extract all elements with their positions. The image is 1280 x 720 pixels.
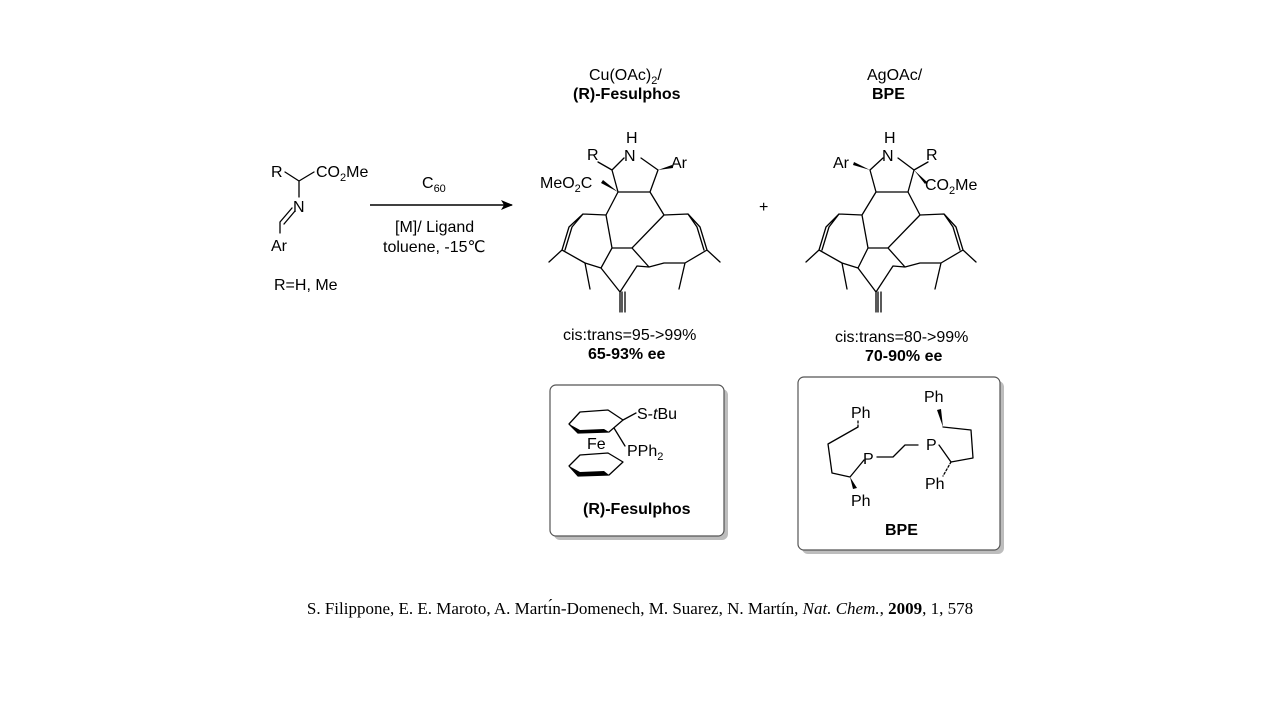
- product-cu: Cu(OAc)2/ (R)-Fesulphos H N R Ar MeO2C c…: [540, 67, 721, 363]
- bpe-p-right: P: [926, 437, 937, 454]
- reactant-r-definition: R=H, Me: [274, 277, 338, 294]
- ag-h-label: H: [884, 130, 896, 147]
- fesulphos-cp-lower-front: [569, 466, 609, 476]
- reactant-ar-label: Ar: [271, 238, 288, 255]
- ag-ester-label: CO2Me: [925, 177, 977, 197]
- fesulphos-cp-upper-front: [569, 424, 609, 433]
- cu-ee: 65-93% ee: [588, 346, 665, 363]
- bpe-wedge-right: [937, 409, 943, 427]
- fesulphos-box-frame: [549, 384, 725, 537]
- bpe-ph-bottom-left: Ph: [851, 493, 871, 510]
- bpe-p-left: P: [863, 451, 874, 468]
- bpe-ph-top-left: Ph: [851, 405, 871, 422]
- cu-h-label: H: [626, 130, 638, 147]
- bpe-box-frame: [797, 376, 1001, 551]
- cu-wedge-ester: [601, 180, 618, 192]
- bpe-ligand-box: Ph P Ph Ph P Ph BPE: [797, 376, 1004, 554]
- ag-product-bonds: [805, 157, 977, 313]
- citation-separator: ,: [879, 599, 889, 618]
- product-ag: AgOAc/ BPE H N R Ar CO2Me cis:trans=80->…: [805, 67, 977, 365]
- cu-n-label: N: [624, 148, 636, 165]
- citation-authors: S. Filippone, E. E. Maroto, A. Martı́n-D…: [306, 599, 803, 618]
- ag-catalyst-line2: BPE: [872, 86, 905, 103]
- reactant-r-label: R: [271, 164, 283, 181]
- ag-catalyst-line1: AgOAc/: [867, 67, 923, 84]
- fesulphos-s-group: S-tBu: [637, 406, 677, 423]
- fesulphos-substituent-bonds: [613, 412, 637, 447]
- cu-catalyst-line2: (R)-Fesulphos: [573, 86, 681, 103]
- reactant-bonds: [279, 171, 315, 234]
- citation-journal: Nat. Chem.: [802, 599, 880, 618]
- fesulphos-pph2-label: PPh2: [627, 443, 663, 463]
- cu-ester-label: MeO2C: [540, 175, 592, 195]
- cu-ar-label: Ar: [671, 155, 688, 172]
- arrow-condition-catalyst: [M]/ Ligand: [395, 219, 474, 236]
- ag-ee: 70-90% ee: [865, 348, 942, 365]
- citation: S. Filippone, E. E. Maroto, A. Martı́n-D…: [0, 599, 1280, 619]
- bpe-hashed-bond-right: [942, 461, 952, 477]
- cu-product-bonds: [548, 157, 721, 313]
- reactant-n-label: N: [293, 199, 305, 216]
- citation-year: 2009: [888, 599, 923, 618]
- ag-ar-label: Ar: [833, 155, 850, 172]
- bpe-bonds: [827, 426, 974, 478]
- cu-selectivity: cis:trans=95->99%: [563, 327, 696, 344]
- cu-wedge-ar: [658, 165, 673, 170]
- ag-n-label: N: [882, 148, 894, 165]
- fesulphos-caption: (R)-Fesulphos: [583, 501, 691, 518]
- reactant-ester-label: CO2Me: [316, 164, 368, 184]
- bpe-wedge-left: [850, 477, 857, 489]
- bpe-ph-bottom-right: Ph: [925, 476, 945, 493]
- cu-catalyst-line1: Cu(OAc)2/: [589, 67, 662, 87]
- ag-wedge-ester: [914, 170, 927, 184]
- ag-selectivity: cis:trans=80->99%: [835, 329, 968, 346]
- arrow-reagent-c60: C60: [422, 175, 446, 195]
- plus-sign: +: [759, 199, 768, 216]
- ag-r-label: R: [926, 147, 938, 164]
- arrow-condition-solvent: toluene, -15℃: [383, 239, 486, 256]
- bpe-ph-top-right: Ph: [924, 389, 944, 406]
- ag-wedge-ar: [853, 162, 870, 170]
- bpe-caption: BPE: [885, 522, 918, 539]
- reactant-structure: R CO2Me N Ar R=H, Me: [271, 164, 368, 294]
- fesulphos-fe-label: Fe: [587, 436, 606, 453]
- reaction-arrow: C60 [M]/ Ligand toluene, -15℃: [370, 175, 513, 256]
- fesulphos-ligand-box: S-tBu Fe PPh2 (R)-Fesulphos: [549, 384, 728, 540]
- cu-r-label: R: [587, 147, 599, 164]
- citation-volume-page: , 1, 578: [922, 599, 974, 618]
